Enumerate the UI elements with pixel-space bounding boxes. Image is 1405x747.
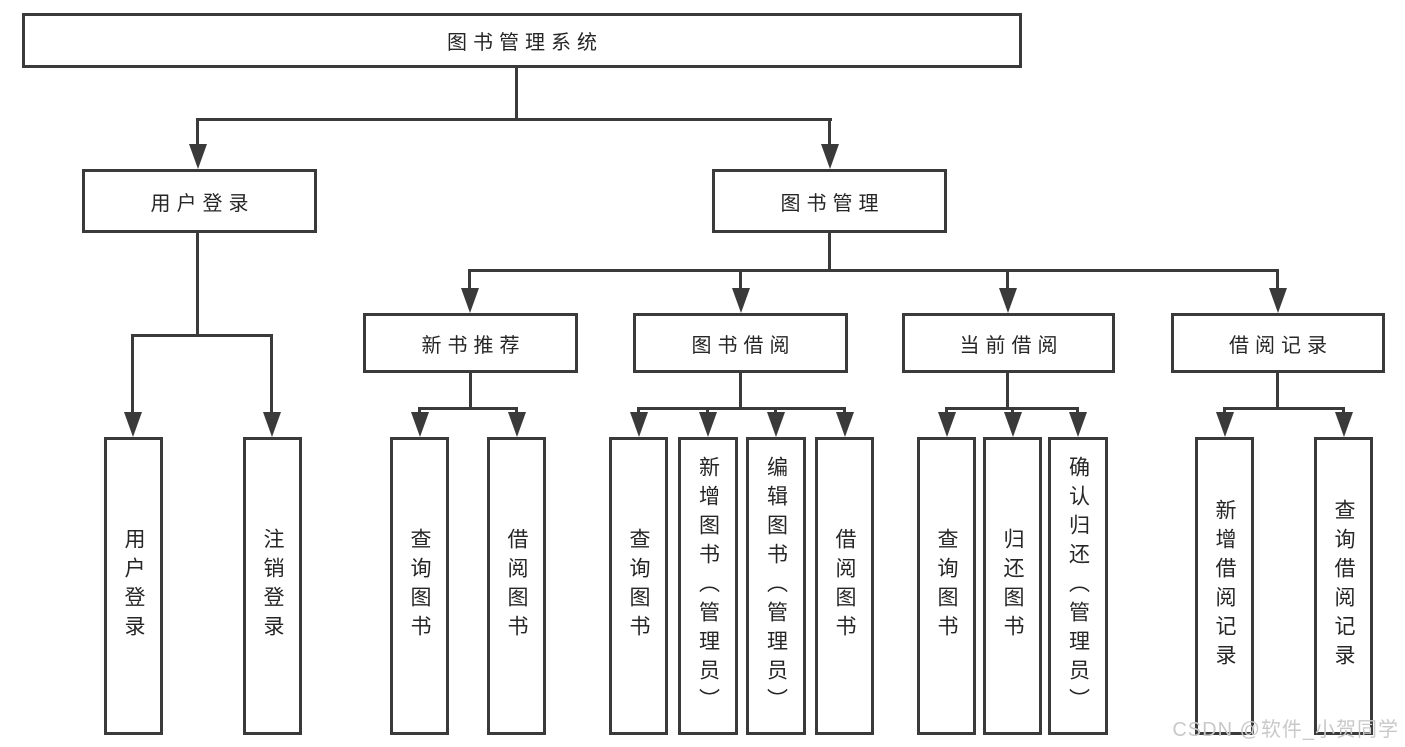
arrow-to-leaf-logout (262, 334, 281, 437)
arrow-to-user-login (188, 118, 207, 169)
arrow-to-book-borrow (731, 269, 750, 313)
leaf-confirm-return-admin: 确认归还（管理员） (1048, 437, 1108, 735)
leaf-query-book-3: 查询图书 (917, 437, 976, 735)
arrow-to-add-borrow-record (1215, 407, 1234, 437)
connector-book-mgmt-bar (469, 269, 1279, 272)
arrow-to-edit-book (766, 407, 785, 437)
connector-user-login-bar (132, 334, 273, 337)
leaf-user-login: 用户登录 (104, 437, 163, 735)
connector-user-login-drop (196, 233, 199, 337)
connector-new-book-bar (418, 407, 518, 410)
connector-book-borrow-bar (637, 407, 845, 410)
leaf-query-book-2: 查询图书 (609, 437, 668, 735)
leaf-borrow-book-2: 借阅图书 (815, 437, 874, 735)
leaf-add-borrow-record: 新增借阅记录 (1195, 437, 1254, 735)
arrow-to-borrow-book-1 (507, 407, 526, 437)
arrow-to-query-borrow-record (1334, 407, 1353, 437)
arrow-to-book-management (820, 118, 839, 169)
leaf-edit-book-admin: 编辑图书（管理员） (746, 437, 806, 735)
connector-current-borrow-drop (1006, 373, 1009, 410)
connector-root-bar (197, 118, 832, 121)
connector-book-mgmt-drop (828, 233, 831, 272)
arrow-to-query-book-3 (937, 407, 956, 437)
arrow-to-query-book-2 (629, 407, 648, 437)
node-book-management: 图书管理 (712, 169, 947, 233)
connector-new-book-drop (469, 373, 472, 410)
arrow-to-return-book (1003, 407, 1022, 437)
leaf-query-borrow-record: 查询借阅记录 (1314, 437, 1373, 735)
connector-book-borrow-drop (739, 373, 742, 410)
arrow-to-borrow-book-2 (835, 407, 854, 437)
leaf-return-book: 归还图书 (983, 437, 1042, 735)
node-borrow-record: 借阅记录 (1171, 313, 1385, 373)
connector-borrow-record-drop (1276, 373, 1279, 410)
arrow-to-new-book (460, 269, 479, 313)
node-book-borrow: 图书借阅 (633, 313, 848, 373)
node-library-management-system: 图书管理系统 (22, 13, 1022, 68)
connector-borrow-record-bar (1223, 407, 1345, 410)
arrow-to-borrow-record (1268, 269, 1287, 313)
arrow-to-add-book (698, 407, 717, 437)
node-current-borrow: 当前借阅 (902, 313, 1115, 373)
leaf-add-book-admin: 新增图书（管理员） (678, 437, 738, 735)
node-new-book-recommend: 新书推荐 (363, 313, 578, 373)
csdn-watermark: CSDN @软件_小贺同学 (1172, 719, 1399, 741)
arrow-to-query-book-1 (410, 407, 429, 437)
leaf-logout: 注销登录 (243, 437, 302, 735)
leaf-borrow-book-1: 借阅图书 (487, 437, 546, 735)
arrow-to-leaf-user-login (123, 334, 142, 437)
arrow-to-confirm-return (1068, 407, 1087, 437)
connector-root-drop (515, 68, 518, 121)
node-user-login: 用户登录 (82, 169, 317, 233)
leaf-query-book-1: 查询图书 (390, 437, 449, 735)
arrow-to-current-borrow (998, 269, 1017, 313)
